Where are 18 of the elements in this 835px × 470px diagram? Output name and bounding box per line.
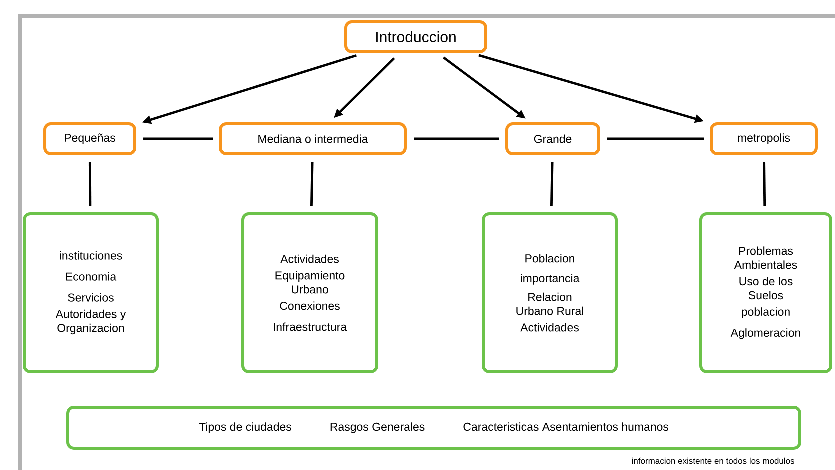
topic-list-box: Actividades Equipamiento Urbano Conexiones Infraestructura <box>242 212 378 374</box>
connector-line <box>763 162 766 207</box>
category-box: Mediana o intermedia <box>219 122 407 156</box>
connector-line <box>608 138 704 140</box>
category-box: Grande <box>506 122 600 156</box>
connector-line <box>144 138 213 140</box>
topic-list-box: Poblacion importancia Relacion Urbano Rural Actividades <box>482 212 618 374</box>
category-box: metropolis <box>710 122 818 156</box>
connector-line <box>414 138 500 140</box>
summary-band: Tipos de ciudades Rasgos Generales Caracteristicas Asentamientos humanos <box>66 406 802 450</box>
title-box: Introduccion <box>344 20 488 54</box>
connector-line <box>310 162 314 207</box>
category-box: Pequeñas <box>44 122 136 156</box>
connector-line <box>88 162 92 206</box>
topic-list-box: Problemas Ambientales Uso de los Suelos poblacion Aglomeracion <box>700 212 832 374</box>
footnote-text: informacion existente en todos los modulos <box>632 458 794 464</box>
topic-list-box: instituciones Economia Servicios Autoridades y Organizacion <box>23 212 159 374</box>
connector-line <box>550 162 554 207</box>
